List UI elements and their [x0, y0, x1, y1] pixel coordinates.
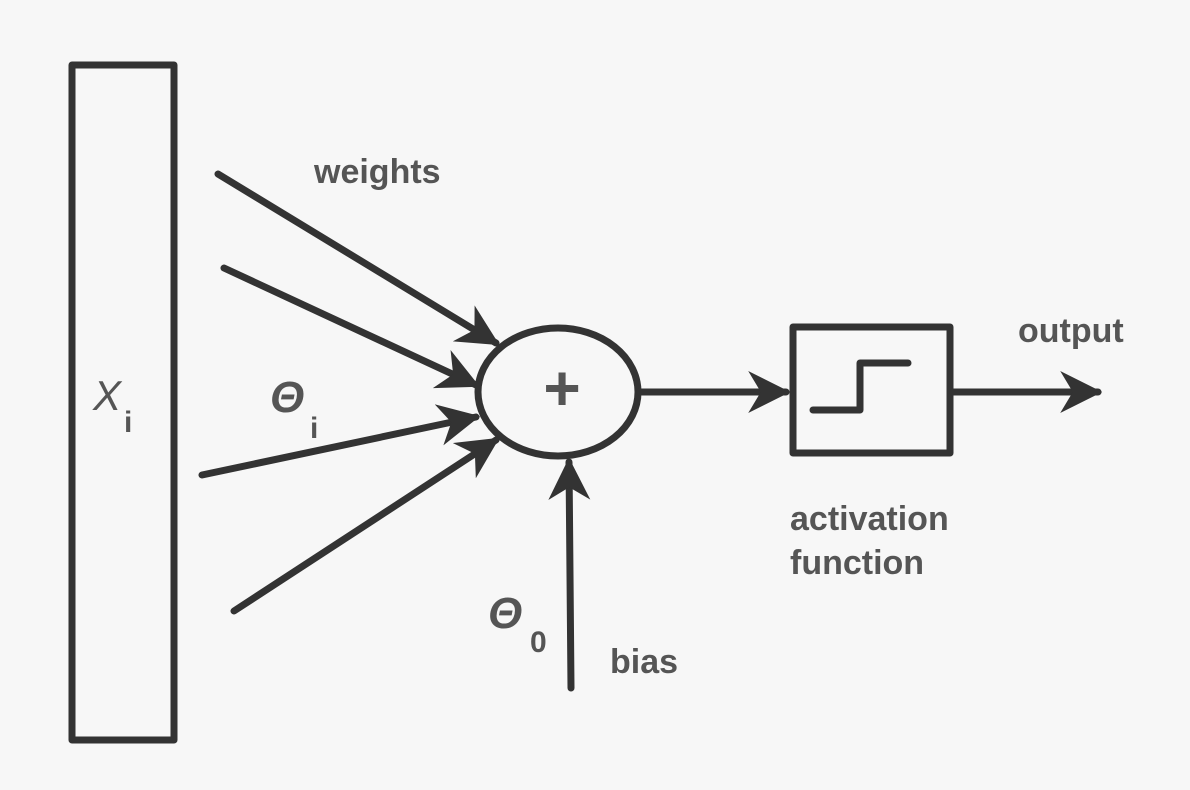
input-subscript: i [124, 406, 132, 439]
weight-arrow-4 [230, 436, 500, 615]
output-label: output [1018, 312, 1124, 350]
weight-subscript: i [310, 412, 318, 445]
activation-function-box [789, 323, 954, 457]
sum-symbol: + [543, 352, 580, 424]
bias-arrow [548, 457, 591, 692]
weights-label: weights [313, 153, 441, 191]
activation-label-line2: function [790, 544, 924, 582]
bias-subscript: 0 [530, 626, 547, 659]
input-vector-box [68, 61, 178, 744]
bias-label: bias [610, 643, 678, 681]
weight-arrow-2 [220, 264, 480, 389]
weight-arrow-1 [214, 170, 500, 347]
weight-arrow-3 [198, 404, 481, 479]
step-function-icon [809, 359, 912, 414]
bias-symbol: Θ [488, 589, 522, 638]
activation-label-line1: activation [790, 500, 949, 538]
weight-symbol: Θ [270, 373, 304, 422]
input-symbol: X [92, 372, 123, 419]
